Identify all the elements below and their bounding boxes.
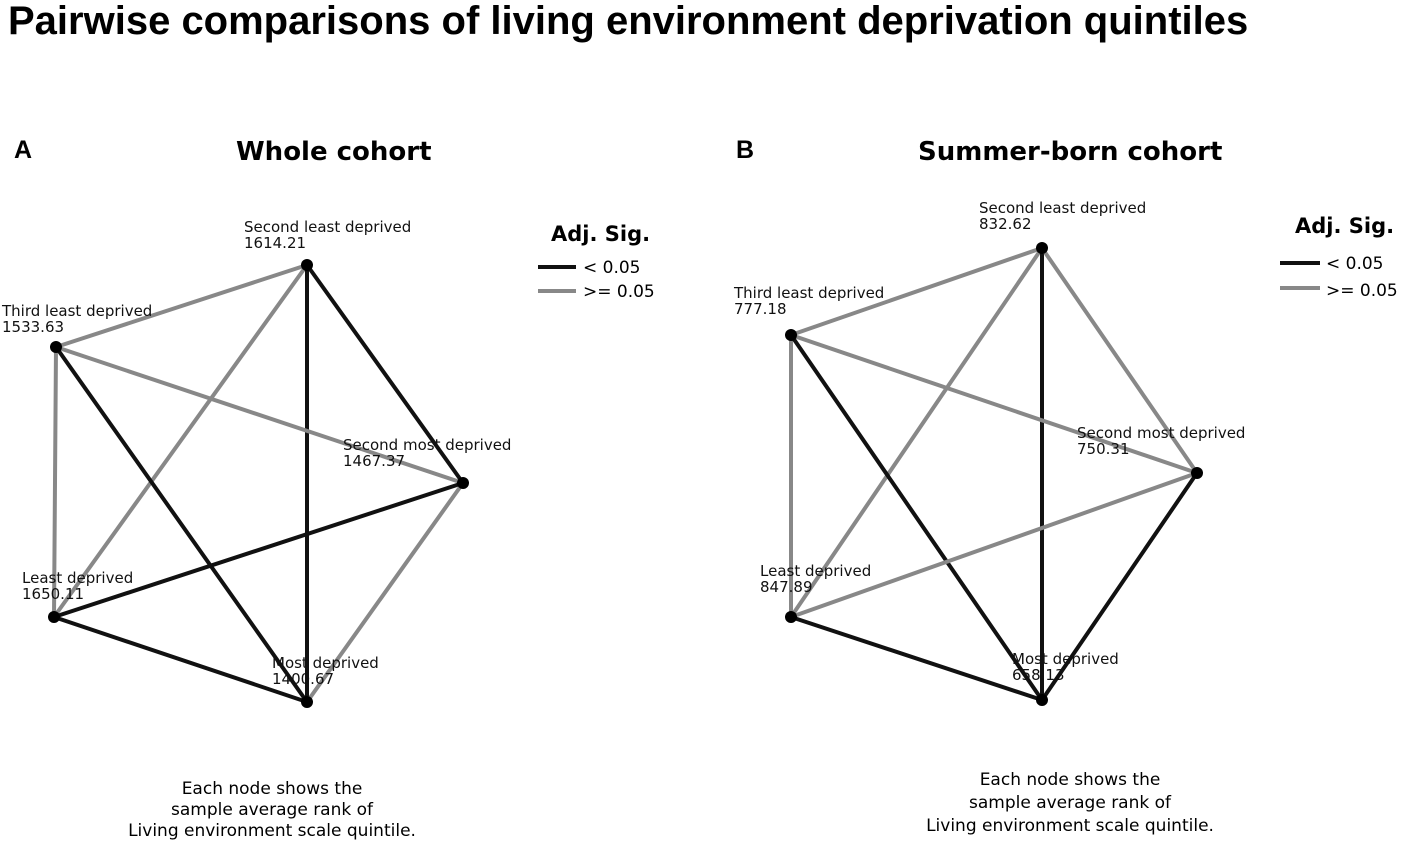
edge-third-least-deprived-to-most-deprived (54, 345, 309, 704)
edge-second-least-deprived-to-second-most-deprived (1040, 246, 1199, 475)
edge-second-most-deprived-to-most-deprived (1040, 471, 1199, 702)
edge-least-deprived-to-second-most-deprived (789, 471, 1199, 619)
node-name-label: Second most deprived (1077, 424, 1245, 442)
edge-third-least-deprived-to-second-most-deprived (789, 333, 1199, 475)
edge-least-deprived-to-second-most-deprived (52, 481, 465, 619)
node-name-label: Second least deprived (979, 199, 1146, 217)
edge-least-deprived-to-most-deprived (789, 615, 1044, 702)
node-dot (50, 341, 62, 353)
legend-significant-label: < 0.05 (1326, 254, 1384, 274)
legend-significant-label: < 0.05 (583, 258, 641, 278)
node-dot (457, 477, 469, 489)
node-rank-label: 847.89 (760, 578, 813, 596)
edge-second-least-deprived-to-least-deprived (52, 263, 309, 619)
node-name-label: Most deprived (272, 654, 379, 672)
node-rank-label: 658.13 (1012, 666, 1065, 684)
footnote-line: Each node shows the (182, 779, 363, 799)
edge-second-least-deprived-to-third-least-deprived (789, 246, 1044, 337)
panel-b: B Summer-born cohort Second least depriv… (733, 136, 1398, 836)
edge-third-least-deprived-to-most-deprived (789, 333, 1044, 702)
legend-not-significant-label: >= 0.05 (583, 282, 655, 302)
edge-second-most-deprived-to-most-deprived (305, 481, 465, 704)
panel-b-legend: Adj. Sig. < 0.05 >= 0.05 (1280, 214, 1398, 301)
panel-a-footnote: Each node shows the sample average rank … (128, 779, 416, 841)
edge-third-least-deprived-to-second-most-deprived (54, 345, 465, 485)
node-name-label: Second least deprived (244, 218, 411, 236)
node-name-label: Third least deprived (733, 284, 884, 302)
edge-least-deprived-to-most-deprived (52, 615, 309, 704)
legend-not-significant-label: >= 0.05 (1326, 281, 1398, 301)
edge-third-least-deprived-to-least-deprived (52, 345, 58, 619)
node-rank-label: 777.18 (734, 300, 787, 318)
legend-title: Adj. Sig. (1295, 214, 1394, 238)
node-dot (1036, 694, 1048, 706)
node-dot (301, 696, 313, 708)
node-name-label: Second most deprived (343, 436, 511, 454)
panel-b-edges (789, 246, 1199, 702)
panel-a-edges (52, 263, 465, 704)
panel-a-title: Whole cohort (236, 137, 432, 167)
node-rank-label: 1467.37 (343, 452, 405, 470)
node-dot (48, 611, 60, 623)
footnote-line: Living environment scale quintile. (128, 821, 416, 841)
footnote-line: Each node shows the (980, 770, 1161, 790)
panel-a-letter: A (14, 136, 32, 164)
panel-b-letter: B (736, 136, 754, 164)
node-dot (301, 259, 313, 271)
node-rank-label: 1400.67 (272, 670, 334, 688)
panel-b-title: Summer-born cohort (918, 137, 1222, 167)
node-name-label: Least deprived (22, 569, 133, 587)
footnote-line: Living environment scale quintile. (926, 816, 1214, 836)
edge-second-least-deprived-to-second-most-deprived (305, 263, 465, 485)
node-dot (1036, 242, 1048, 254)
footnote-line: sample average rank of (171, 800, 374, 820)
node-rank-label: 1614.21 (244, 234, 306, 252)
figure-title: Pairwise comparisons of living environme… (8, 0, 1248, 43)
footnote-line: sample average rank of (969, 793, 1172, 813)
panel-a: A Whole cohort Second least deprived1614… (1, 136, 655, 841)
node-name-label: Least deprived (760, 562, 871, 580)
legend-title: Adj. Sig. (551, 222, 650, 246)
edge-second-least-deprived-to-third-least-deprived (54, 263, 309, 349)
node-rank-label: 1650.11 (22, 585, 84, 603)
panel-a-legend: Adj. Sig. < 0.05 >= 0.05 (538, 222, 655, 302)
node-dot (785, 611, 797, 623)
node-rank-label: 1533.63 (2, 318, 64, 336)
edge-second-least-deprived-to-least-deprived (789, 246, 1044, 619)
node-dot (785, 329, 797, 341)
node-rank-label: 750.31 (1077, 440, 1130, 458)
node-name-label: Most deprived (1012, 650, 1119, 668)
node-name-label: Third least deprived (1, 302, 152, 320)
node-dot (1191, 467, 1203, 479)
panel-b-footnote: Each node shows the sample average rank … (926, 770, 1214, 836)
node-rank-label: 832.62 (979, 215, 1032, 233)
